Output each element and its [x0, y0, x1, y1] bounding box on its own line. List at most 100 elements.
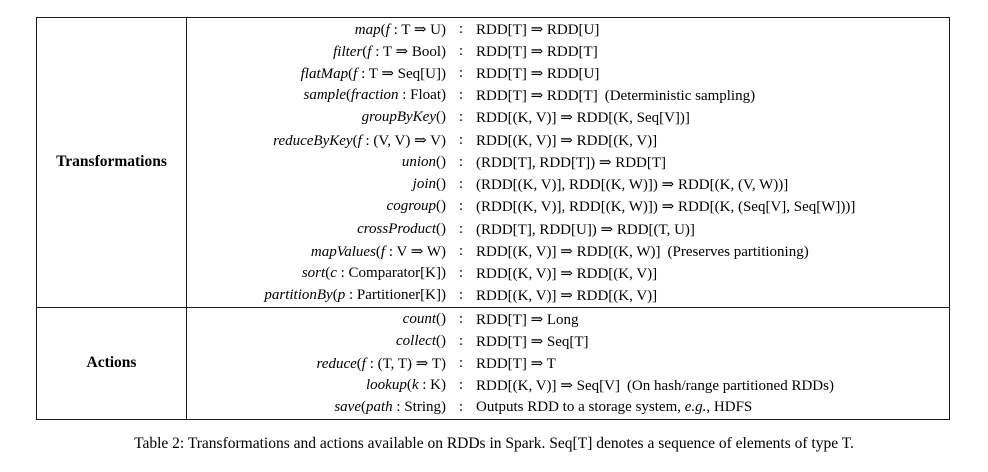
roman-text: RDD[(K, V)] ⇒ RDD[(K, V)]	[476, 132, 658, 149]
roman-text: RDD[T] ⇒ RDD[T]	[476, 88, 598, 105]
colon-separator: :	[458, 42, 464, 59]
roman-text: (	[348, 66, 354, 83]
roman-text: (	[352, 132, 358, 149]
roman-text: ()	[436, 153, 446, 170]
colon-separator: :	[458, 20, 464, 37]
colon-separator: :	[458, 310, 464, 327]
roman-text: RDD[(K, V)] ⇒ RDD[(K, Seq[V])]	[476, 110, 690, 127]
italic-text: reduceByKey	[273, 132, 353, 149]
section-label: Transformations	[37, 18, 187, 307]
colon-separator: :	[458, 153, 464, 170]
roman-text: RDD[T] ⇒ Seq[T]	[476, 333, 589, 350]
italic-text: f	[353, 66, 358, 83]
roman-text: (	[360, 399, 366, 416]
operation-type: RDD[(K, V)] ⇒ RDD[(K, V)]	[476, 131, 949, 150]
operation-signature: union()	[187, 154, 446, 171]
table-row: cogroup():(RDD[(K, V)], RDD[(K, W)]) ⇒ R…	[187, 196, 949, 218]
roman-text: (	[332, 287, 338, 304]
table-caption: Table 2: Transformations and actions ava…	[134, 435, 854, 452]
italic-text: count	[402, 310, 436, 327]
operation-signature: partitionBy(p : Partitioner[K])	[187, 287, 446, 304]
operation-type: Outputs RDD to a storage system, e.g., H…	[476, 399, 949, 416]
italic-text: e.g.,	[684, 399, 711, 416]
roman-text: (	[362, 43, 368, 60]
operation-signature: collect()	[187, 333, 446, 350]
operation-note: (Deterministic sampling)	[604, 88, 756, 105]
operation-signature: reduceByKey(f : (V, V) ⇒ V)	[187, 131, 446, 150]
operation-type: RDD[(K, V)] ⇒ Seq[V](On hash/range parti…	[476, 376, 949, 395]
italic-text: partitionBy	[264, 287, 333, 304]
roman-text: HDFS	[710, 399, 753, 416]
roman-text: : K)	[418, 377, 446, 394]
italic-text: f	[357, 132, 362, 149]
operation-signature: groupByKey()	[187, 109, 446, 126]
operation-type: RDD[T] ⇒ T	[476, 354, 949, 373]
italic-text: save	[334, 399, 361, 416]
italic-text: flatMap	[300, 66, 349, 83]
roman-text: : Comparator[K])	[336, 265, 446, 282]
italic-text: crossProduct	[357, 220, 436, 237]
italic-text: sample	[303, 87, 347, 104]
roman-text: : T ⇒ Bool)	[371, 43, 446, 60]
roman-text: : V ⇒ W)	[385, 243, 446, 260]
roman-text: ()	[436, 109, 446, 126]
roman-text: RDD[(K, V)] ⇒ RDD[(K, V)]	[476, 288, 658, 305]
operation-type: RDD[T] ⇒ RDD[T]	[476, 42, 949, 61]
operation-signature: join()	[187, 176, 446, 193]
colon-separator: :	[458, 65, 464, 82]
operation-type: (RDD[(K, V)], RDD[(K, W)]) ⇒ RDD[(K, (Se…	[476, 197, 949, 216]
italic-text: lookup	[366, 377, 407, 394]
operation-signature: sort(c : Comparator[K])	[187, 265, 446, 282]
roman-text: (	[356, 355, 362, 372]
operation-signature: count()	[187, 311, 446, 328]
italic-text: sort	[301, 265, 326, 282]
roman-text: RDD[T] ⇒ Long	[476, 311, 579, 328]
roman-text: (RDD[T], RDD[U]) ⇒ RDD[(T, U)]	[476, 221, 695, 238]
italic-text: f	[380, 243, 386, 260]
roman-text: ()	[436, 332, 446, 349]
operation-type: RDD[T] ⇒ RDD[U]	[476, 20, 949, 39]
italic-text: union	[401, 153, 436, 170]
colon-separator: :	[458, 265, 464, 282]
operation-type: RDD[T] ⇒ RDD[U]	[476, 64, 949, 83]
roman-text: (	[375, 243, 381, 260]
table-row: filter(f : T ⇒ Bool):RDD[T] ⇒ RDD[T]	[187, 40, 949, 62]
table-row: flatMap(f : T ⇒ Seq[U]):RDD[T] ⇒ RDD[U]	[187, 62, 949, 84]
italic-text: f	[385, 21, 390, 38]
colon-separator: :	[458, 399, 464, 416]
table-row: save(path : String):Outputs RDD to a sto…	[187, 397, 949, 419]
table-row: mapValues(f : V ⇒ W):RDD[(K, V)] ⇒ RDD[(…	[187, 240, 949, 262]
roman-text: RDD[T] ⇒ RDD[U]	[476, 66, 600, 83]
operation-signature: reduce(f : (T, T) ⇒ T)	[187, 354, 447, 373]
roman-text: ()	[436, 198, 446, 215]
operation-signature: sample(fraction : Float)	[187, 87, 447, 104]
operation-type: RDD[(K, V)] ⇒ RDD[(K, Seq[V])]	[476, 108, 949, 127]
colon-separator: :	[458, 87, 464, 104]
roman-text: (RDD[(K, V)], RDD[(K, W)]) ⇒ RDD[(K, (Se…	[476, 199, 856, 216]
roman-text: (	[325, 265, 331, 282]
roman-text: : String)	[392, 399, 446, 416]
roman-text: ()	[436, 220, 446, 237]
operation-type: RDD[(K, V)] ⇒ RDD[(K, V)]	[476, 264, 949, 283]
italic-text: collect	[396, 332, 436, 349]
italic-text: mapValues	[310, 243, 376, 260]
table-row: count(): RDD[T] ⇒ Long	[187, 308, 949, 330]
roman-text: RDD[T] ⇒ RDD[T]	[476, 43, 598, 60]
roman-text: RDD[(K, V)] ⇒ RDD[(K, V)]	[476, 266, 658, 283]
roman-text: (RDD[T], RDD[T]) ⇒ RDD[T]	[476, 154, 667, 171]
operation-signature: cogroup()	[187, 198, 446, 215]
italic-text: reduce	[316, 355, 357, 372]
colon-separator: :	[458, 242, 464, 259]
operation-type: (RDD[T], RDD[T]) ⇒ RDD[T]	[476, 153, 949, 172]
operation-type: (RDD[T], RDD[U]) ⇒ RDD[(T, U)]	[476, 220, 949, 239]
table-row: lookup(k : K):RDD[(K, V)] ⇒ Seq[V](On ha…	[187, 375, 949, 397]
roman-text: : T ⇒ U)	[389, 21, 446, 38]
italic-text: p	[337, 287, 346, 304]
italic-text: filter	[333, 43, 363, 60]
italic-text: fraction	[351, 87, 399, 104]
colon-separator: :	[458, 131, 464, 148]
roman-text: (	[406, 377, 412, 394]
